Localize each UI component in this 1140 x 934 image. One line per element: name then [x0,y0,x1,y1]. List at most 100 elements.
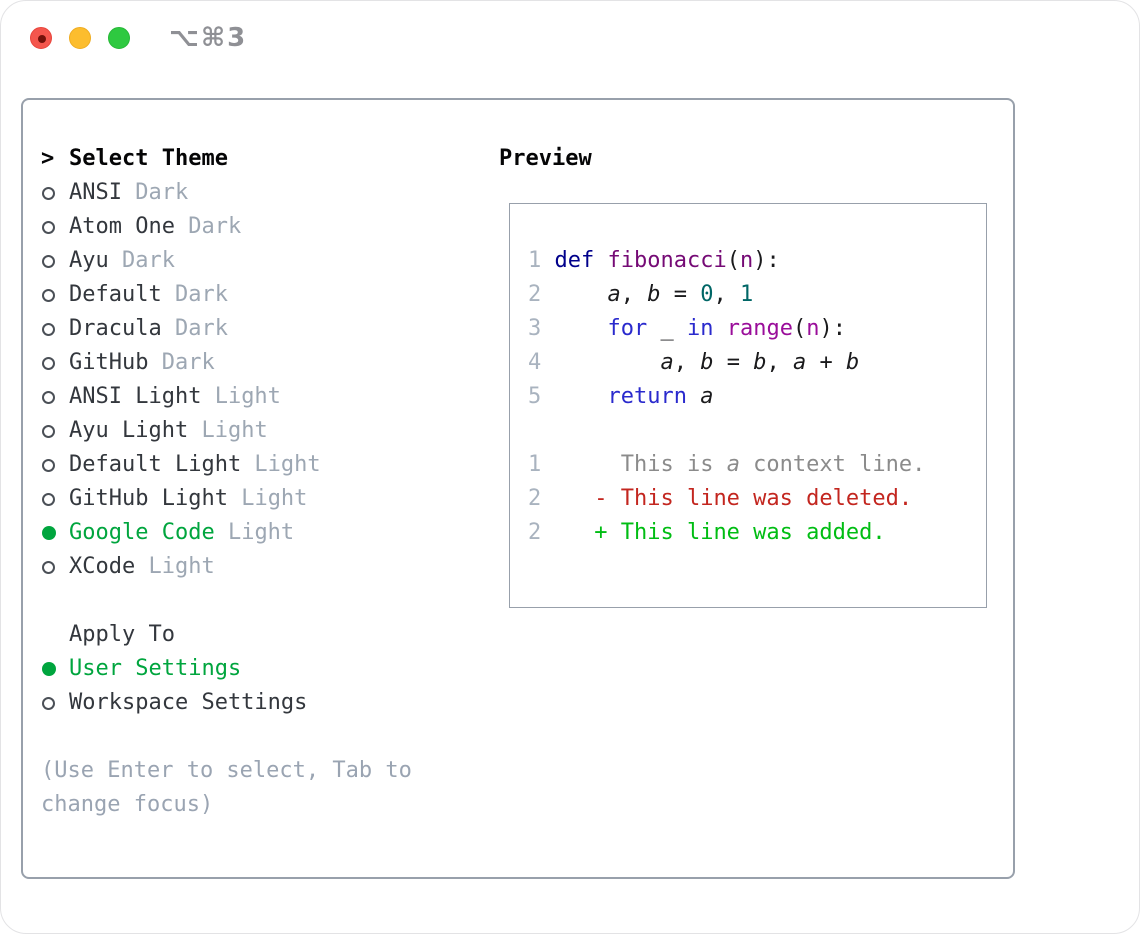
theme-variant-label: Light [201,384,281,409]
theme-variant-label: Dark [108,248,175,273]
radio-selected-icon [42,662,56,676]
code-line: 1 def fibonacci(n): [528,244,986,278]
apply-option-label: Workspace Settings [69,690,308,715]
theme-option-default-light[interactable]: Default Light Light [41,448,471,482]
code-token-ctxi: a [726,452,740,477]
theme-option-google-code[interactable]: Google Code Light [41,516,471,550]
code-token-var: b [753,350,767,375]
code-token-pun: + [806,350,846,375]
window-title: ⌥⌘3 [169,23,248,53]
code-token-kw: def [554,248,595,273]
code-token-var: b [845,350,860,375]
apply-option-workspace-settings[interactable]: Workspace Settings [41,686,471,720]
theme-variant-label: Dark [161,282,228,307]
code-token-var: a [700,384,714,409]
code-line: 2 a, b = 0, 1 [528,278,986,312]
code-line: 2 + This line was added. [528,516,986,550]
code-token-pln [555,316,608,341]
code-token-pun: , [673,350,701,375]
theme-option-ansi-light[interactable]: ANSI Light Light [41,380,471,414]
line-number: 1 [528,452,542,477]
theme-option-github-light[interactable]: GitHub Light Light [41,482,471,516]
code-token-kw2: return [607,384,687,409]
line-number: 3 [528,316,542,341]
theme-option-label: GitHub [69,350,149,375]
theme-variant-label: Dark [174,214,242,239]
theme-option-label: Default [69,282,162,307]
radio-unselected-icon [42,288,55,302]
apply-to-header: Apply To [41,618,471,652]
radio-unselected-icon [42,356,55,370]
radio-unselected-icon [42,390,55,404]
sidebar-title: Select Theme [69,146,228,171]
spacer [41,720,471,754]
zoom-button[interactable] [108,27,130,49]
theme-option-label: Ayu [69,248,109,273]
radio-unselected-icon [42,220,55,234]
theme-option-ansi[interactable]: ANSI Dark [41,176,471,210]
theme-option-xcode[interactable]: XCode Light [41,550,471,584]
apply-to-title: Apply To [69,622,175,647]
theme-variant-label: Light [214,520,295,545]
code-token-pun: = [713,350,754,375]
radio-unselected-icon [42,254,55,268]
code-token-lit: 1 [739,282,754,307]
theme-variant-label: Light [135,554,215,579]
minimize-button[interactable] [69,27,91,49]
code-token-pun: , [766,350,793,375]
line-number: 4 [528,350,542,375]
line-number: 1 [528,248,542,273]
theme-option-label: Google Code [69,520,215,545]
help-text: (Use Enter to select, Tab to change focu… [41,758,412,817]
prompt-icon: > [41,146,55,171]
apply-option-user-settings[interactable]: User Settings [41,652,471,686]
theme-variant-label: Dark [148,350,215,375]
code-token-pun: = [660,282,701,307]
theme-variant-label: Light [227,486,308,511]
code-token-var: a [607,282,621,307]
code-token-pln [555,282,608,307]
code-token-pln [555,350,661,375]
radio-unselected-icon [42,560,55,574]
code-token-pun: ): [753,248,780,273]
theme-option-default[interactable]: Default Dark [41,278,471,312]
code-line [528,414,986,448]
code-token-prm2: n [806,316,820,341]
code-token-prm: n [739,248,754,273]
code-token-pun: , [620,282,648,307]
code-token-pun: ( [792,316,807,341]
theme-option-label: Atom One [69,214,175,239]
code-token-kw2: for [607,316,648,341]
line-number: 5 [528,384,542,409]
code-token-ctx: This is [554,452,727,477]
code-line: 2 - This line was deleted. [528,482,986,516]
theme-option-label: XCode [69,554,136,579]
radio-unselected-icon [42,322,55,336]
theme-option-ayu[interactable]: Ayu Dark [41,244,471,278]
theme-option-ayu-light[interactable]: Ayu Light Light [41,414,471,448]
close-button[interactable] [30,27,52,49]
select-theme-header: > Select Theme [41,142,471,176]
code-token-var: a [660,350,674,375]
theme-option-github[interactable]: GitHub Dark [41,346,471,380]
code-token-pln [713,316,726,341]
code-token-pun: ( [726,248,740,273]
line-number: 2 [528,282,542,307]
code-token-pln [594,248,607,273]
titlebar: ⌥⌘3 [1,1,1139,75]
theme-option-atom-one[interactable]: Atom One Dark [41,210,471,244]
line-number: 2 [528,520,542,545]
theme-option-label: Default Light [69,452,242,477]
radio-unselected-icon [42,424,55,438]
theme-option-dracula[interactable]: Dracula Dark [41,312,471,346]
code-token-var: a [792,350,807,375]
theme-option-label: ANSI [69,180,122,205]
code-line: 5 return a [528,380,986,414]
code-token-del: - This line was deleted. [554,486,913,511]
code-token-pln [687,384,700,409]
code-line: 4 a, b = b, a + b [528,346,986,380]
code-token-fn2: range [726,316,793,341]
code-token-var: b [647,282,661,307]
